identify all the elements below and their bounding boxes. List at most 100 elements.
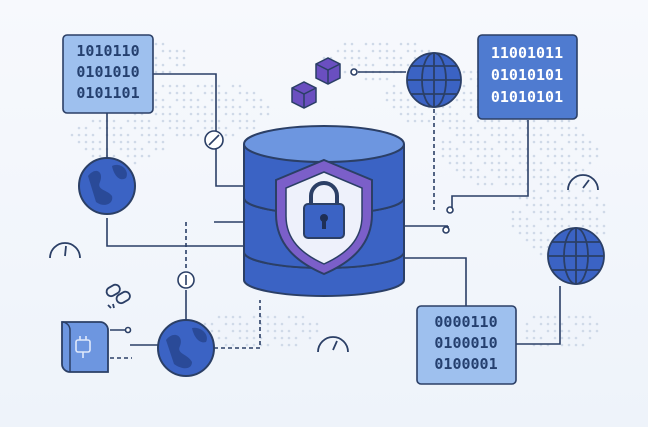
map-dot (98, 119, 102, 123)
map-dot (581, 329, 585, 333)
map-dot (140, 147, 144, 151)
map-dot (469, 91, 473, 95)
map-dot (168, 70, 172, 74)
map-dot (581, 217, 585, 221)
map-dot (182, 49, 186, 53)
map-dot (245, 98, 249, 102)
map-dot (553, 140, 557, 144)
map-dot (112, 126, 116, 130)
map-dot (532, 231, 536, 235)
binary-line: 0000110 (434, 313, 497, 331)
map-dot (497, 175, 501, 179)
map-dot (574, 140, 578, 144)
map-dot (574, 168, 578, 172)
map-dot (294, 336, 298, 340)
map-dot (539, 140, 543, 144)
binary-line: 1010110 (76, 42, 139, 60)
map-dot (308, 322, 312, 326)
map-dot (399, 91, 403, 95)
map-dot (560, 133, 564, 137)
map-dot (504, 140, 508, 144)
map-dot (224, 315, 228, 319)
map-dot (490, 168, 494, 172)
map-dot (539, 126, 543, 130)
map-dot (252, 91, 256, 95)
map-dot (315, 329, 319, 333)
map-dot (455, 133, 459, 137)
map-dot (245, 343, 249, 347)
map-dot (595, 231, 599, 235)
map-dot (441, 112, 445, 116)
map-dot (532, 126, 536, 130)
map-dot (343, 56, 347, 60)
map-dot (280, 343, 284, 347)
map-dot (462, 168, 466, 172)
map-dot (371, 49, 375, 53)
map-dot (231, 329, 235, 333)
map-dot (518, 210, 522, 214)
map-dot (448, 105, 452, 109)
map-dot (168, 119, 172, 123)
map-dot (182, 126, 186, 130)
map-dot (469, 168, 473, 172)
map-dot (532, 196, 536, 200)
map-dot (553, 336, 557, 340)
map-dot (385, 91, 389, 95)
map-dot (539, 252, 543, 256)
map-dot (574, 196, 578, 200)
map-dot (525, 329, 529, 333)
map-dot (161, 133, 165, 137)
map-dot (189, 126, 193, 130)
map-dot (511, 182, 515, 186)
map-dot (196, 133, 200, 137)
map-dot (231, 105, 235, 109)
map-dot (357, 56, 361, 60)
map-dot (448, 112, 452, 116)
map-dot (252, 98, 256, 102)
globe-icon (547, 227, 605, 285)
map-dot (224, 133, 228, 137)
map-dot (364, 77, 368, 81)
map-dot (238, 336, 242, 340)
binary-line: 01010101 (491, 88, 563, 106)
map-dot (497, 119, 501, 123)
map-dot (392, 56, 396, 60)
map-dot (602, 224, 606, 228)
map-dot (574, 343, 578, 347)
map-dot (420, 112, 424, 116)
map-dot (378, 77, 382, 81)
map-dot (518, 154, 522, 158)
map-dot (203, 91, 207, 95)
globe-icon (157, 319, 215, 377)
map-dot (483, 119, 487, 123)
map-dot (210, 322, 214, 326)
map-dot (350, 56, 354, 60)
map-dot (140, 133, 144, 137)
map-dot (161, 42, 165, 46)
map-dot (154, 112, 158, 116)
map-dot (602, 231, 606, 235)
map-dot (553, 315, 557, 319)
map-dot (532, 224, 536, 228)
map-dot (196, 84, 200, 88)
map-dot (560, 224, 564, 228)
map-dot (259, 98, 263, 102)
map-dot (231, 322, 235, 326)
map-dot (560, 126, 564, 130)
map-dot (245, 119, 249, 123)
map-dot (546, 182, 550, 186)
map-dot (595, 224, 599, 228)
map-dot (371, 77, 375, 81)
map-dot (532, 329, 536, 333)
map-dot (406, 98, 410, 102)
map-dot (161, 140, 165, 144)
map-dot (175, 49, 179, 53)
map-dot (175, 133, 179, 137)
map-dot (252, 315, 256, 319)
map-dot (469, 161, 473, 165)
map-dot (525, 231, 529, 235)
map-dot (574, 203, 578, 207)
map-dot (595, 154, 599, 158)
shield-lock-icon (275, 158, 373, 276)
map-dot (588, 140, 592, 144)
